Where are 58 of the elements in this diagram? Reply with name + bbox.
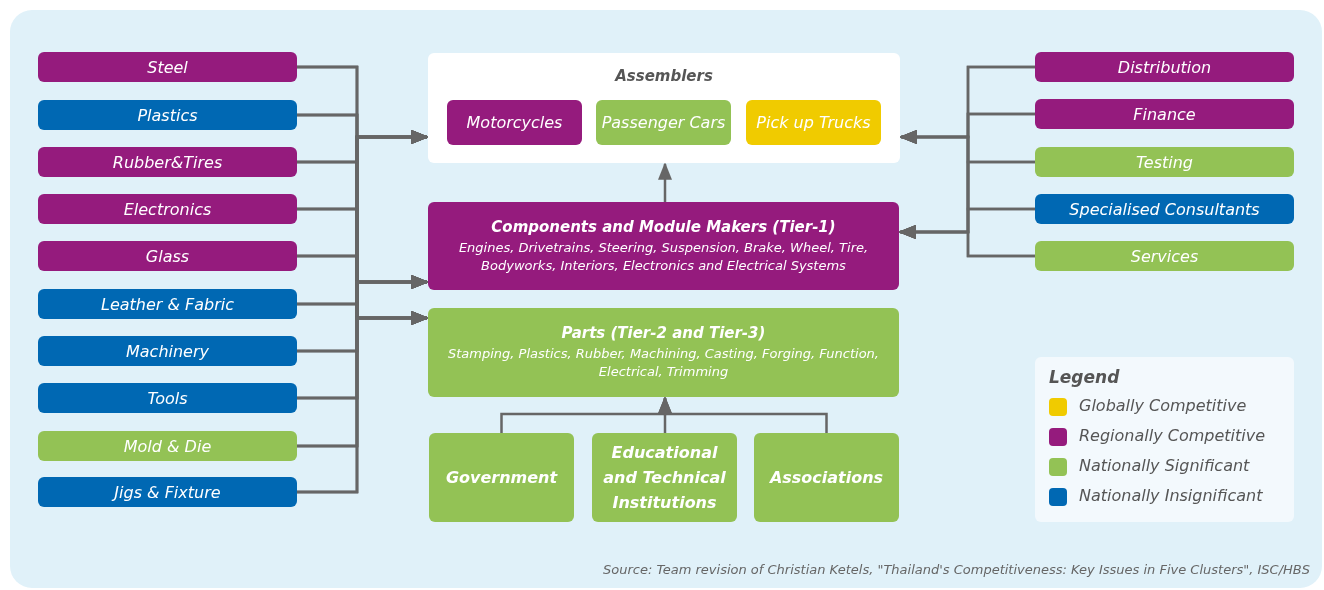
box-label: Associations: [768, 467, 885, 489]
arrow: [658, 162, 672, 202]
box-label: Mold & Die: [123, 436, 212, 456]
process-box: [38, 52, 297, 82]
box-label: Motorcycles: [466, 113, 563, 132]
arrow: [658, 396, 828, 433]
process-box: [754, 433, 899, 522]
box-label: Educational and Technical Institutions: [602, 442, 727, 514]
process-box: [38, 477, 297, 507]
box-label: Machinery: [126, 341, 209, 361]
box-label: Tools: [147, 388, 188, 408]
process-box: [596, 100, 731, 145]
process-box: [38, 147, 297, 177]
box-label: Plastics: [137, 105, 198, 125]
process-box: [1035, 241, 1294, 271]
box-label: Specialised Consultants: [1069, 199, 1260, 219]
box-label: Electronics: [123, 199, 212, 219]
process-box: [429, 433, 574, 522]
box-label: Finance: [1133, 104, 1196, 124]
process-box: [38, 100, 297, 130]
process-box: [428, 202, 899, 290]
process-box: [38, 194, 297, 224]
process-box: [38, 336, 297, 366]
box-label: Testing: [1136, 152, 1193, 172]
box-label: Pick up Trucks: [756, 113, 871, 132]
box-label: Passenger Cars: [601, 113, 726, 132]
process-box: [38, 241, 297, 271]
box-label: Distribution: [1117, 57, 1212, 77]
box-description: Stamping, Plastics, Rubber, Machining, Casting, Forging, Function, Electrical, Trimming: [447, 345, 880, 381]
box-label: Government: [444, 467, 559, 489]
group-box: [428, 53, 900, 163]
process-box: [38, 383, 297, 413]
source-note: Source: Team revision of Christian Ketels, "Thailand's Competitiveness: Key Issues in Five Clusters", ISC/HBS: [602, 562, 1310, 577]
process-box: [447, 100, 582, 145]
box-label: Leather & Fabric: [101, 294, 234, 314]
process-box: [1035, 147, 1294, 177]
box-title: Parts (Tier-2 and Tier-3): [560, 324, 767, 342]
legend-label: Regionally Competitive: [1079, 426, 1266, 445]
process-box: [1035, 52, 1294, 82]
arrow: [898, 225, 1035, 258]
process-box: [428, 308, 899, 397]
box-label: Steel: [147, 57, 188, 77]
process-box: [38, 431, 297, 461]
box-description: Engines, Drivetrains, Steering, Suspension, Brake, Wheel, Tire, Bodyworks, Interiors, Electronics and Electrical Systems: [457, 238, 870, 275]
process-box: [746, 100, 881, 145]
legend-label: Nationally Insignificant: [1079, 486, 1263, 505]
process-box: [1035, 194, 1294, 224]
box-label: Rubber&Tires: [112, 152, 223, 172]
box-label: Services: [1130, 246, 1199, 266]
legend-label: Globally Competitive: [1079, 396, 1247, 415]
box-title: Components and Module Makers (Tier-1): [490, 217, 837, 236]
process-box: [38, 289, 297, 319]
process-box: [1035, 99, 1294, 129]
legend-title: Legend: [1049, 367, 1120, 387]
group-title: Assemblers: [615, 67, 713, 85]
process-box: [592, 433, 737, 522]
box-label: Glass: [145, 246, 190, 266]
legend-label: Nationally Significant: [1079, 456, 1250, 475]
